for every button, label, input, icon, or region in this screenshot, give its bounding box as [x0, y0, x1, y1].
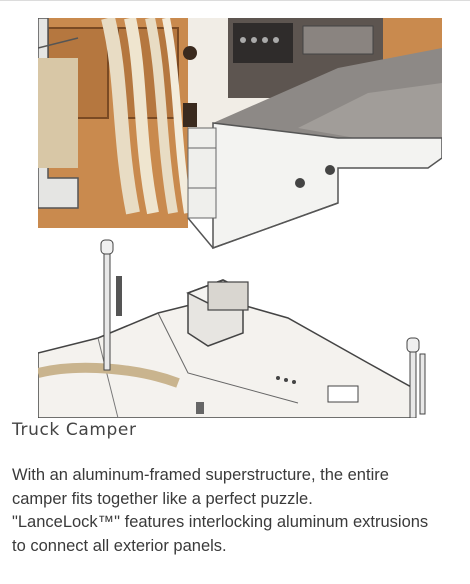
camper-illustration: [38, 18, 442, 418]
top-divider: [0, 0, 470, 1]
description-line: to connect all exterior panels.: [12, 536, 227, 555]
section-title: Truck Camper: [12, 420, 137, 440]
description-line: camper fits together like a perfect puzz…: [12, 489, 313, 508]
camper-upper-section: [38, 18, 442, 250]
description-line: With an aluminum-framed superstructure, …: [12, 466, 389, 484]
description-paragraph: With an aluminum-framed superstructure, …: [12, 464, 464, 558]
camper-lower-section: [38, 239, 426, 418]
description-line: "LanceLock™" features interlocking alumi…: [12, 513, 429, 531]
